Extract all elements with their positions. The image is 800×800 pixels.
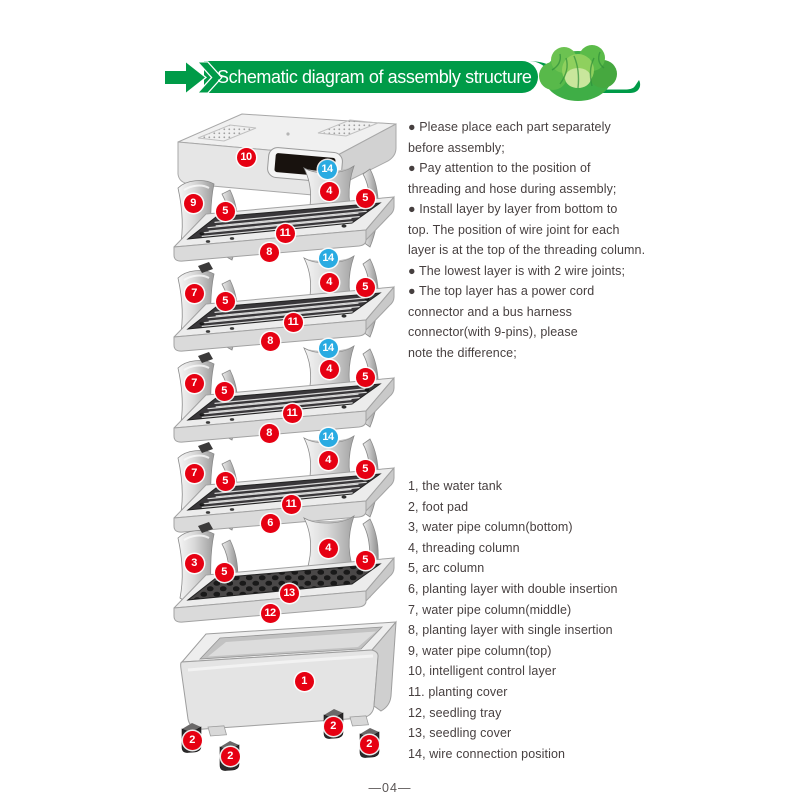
vent-grille <box>317 119 379 137</box>
parts-list-item: 6, planting layer with double insertion <box>408 581 618 596</box>
assembly-notes: ● Please place each part separately befo… <box>408 117 648 363</box>
page-number: —04— <box>368 781 412 795</box>
lettuce-image <box>539 45 617 101</box>
parts-list-item: 10, intelligent control layer <box>408 664 557 679</box>
note-line: ● Install layer by layer from bottom to … <box>408 202 646 257</box>
note-line: ● The top layer has a power cord connect… <box>408 284 595 360</box>
swoosh-line <box>528 61 641 93</box>
parts-list-item: 12, seedling tray <box>408 705 502 720</box>
parts-list-item: 2, foot pad <box>408 499 469 514</box>
parts-list-item: 13, seedling cover <box>408 726 512 741</box>
parts-list: 1, the water tank 2, foot pad 3, water p… <box>408 476 658 764</box>
parts-list-item: 3, water pipe column(bottom) <box>408 520 573 535</box>
vent-grille <box>197 124 257 142</box>
parts-list-item: 14, wire connection position <box>408 746 566 761</box>
arrow-icon <box>163 59 223 96</box>
parts-list-item: 1, the water tank <box>408 479 503 493</box>
header-banner <box>163 45 641 101</box>
parts-list-item: 7, water pipe column(middle) <box>408 602 572 617</box>
parts-list-item: 9, water pipe column(top) <box>408 643 552 658</box>
parts-list-item: 11. planting cover <box>408 684 508 699</box>
title-bar <box>204 61 641 93</box>
note-line: ● Please place each part separately befo… <box>408 120 611 155</box>
water-tank <box>180 620 397 737</box>
parts-list-item: 8, planting layer with single insertion <box>408 623 613 638</box>
parts-list-item: 5, arc column <box>408 561 485 576</box>
page-title: Schematic diagram of assembly structure <box>217 67 532 87</box>
note-line: ● Pay attention to the position of threa… <box>408 161 617 196</box>
note-line: ● The lowest layer is with 2 wire joints… <box>408 263 626 278</box>
parts-list-item: 4, threading column <box>408 540 520 555</box>
